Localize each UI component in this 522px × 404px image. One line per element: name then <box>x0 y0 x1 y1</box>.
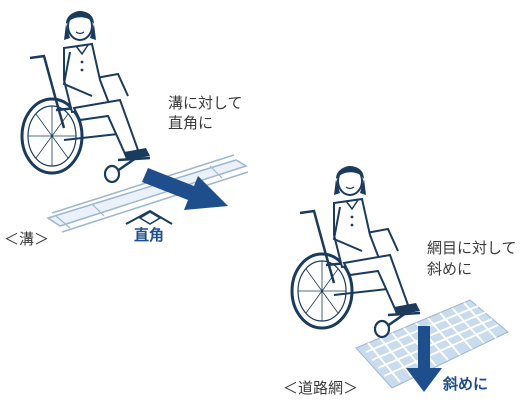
ditch-illustration <box>46 154 249 233</box>
bottom-caption-line-1: 網目に対して <box>427 239 517 257</box>
top-caption-line-1: 溝に対して <box>168 94 243 112</box>
crossing-arrow-diagonal <box>406 326 442 392</box>
top-caption: 溝に対して 直角に <box>168 93 243 133</box>
bottom-caption: 網目に対して 斜めに <box>427 238 517 280</box>
wheelchair-user-top <box>20 11 151 184</box>
wheelchair-user-bottom <box>290 166 421 339</box>
ditch-label: ＜溝＞ <box>4 230 50 248</box>
right-angle-label: 直角 <box>134 226 165 244</box>
crossing-arrow-perpendicular <box>142 168 228 210</box>
grate-label: ＜道路網＞ <box>283 379 359 397</box>
bottom-caption-line-2: 斜めに <box>427 260 473 278</box>
diagonal-label: 斜めに <box>443 375 489 393</box>
top-caption-line-2: 直角に <box>168 114 214 132</box>
right-angle-marker <box>125 209 173 225</box>
